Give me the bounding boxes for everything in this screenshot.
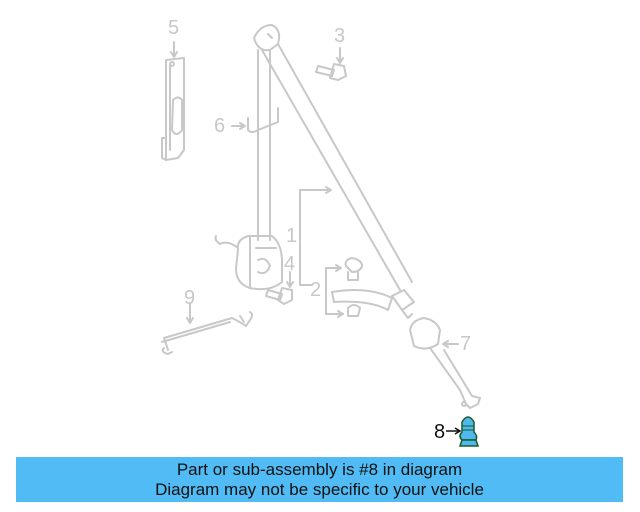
arrow-8-head <box>454 427 462 435</box>
banner-line-part-number: Part or sub-assembly is #8 in diagram <box>176 460 463 479</box>
info-banner: Part or sub-assembly is #8 in diagram Di… <box>16 457 623 502</box>
part-3-bolt[interactable] <box>315 63 347 81</box>
arrow-9-head <box>186 317 194 324</box>
part-7-buckle[interactable] <box>409 317 481 409</box>
callout-7: 7 <box>460 333 472 355</box>
part-8-bolt-highlighted[interactable] <box>458 416 480 447</box>
part-1-seat-belt-assembly[interactable] <box>214 24 415 319</box>
callout-9: 9 <box>184 287 196 309</box>
arrow-1-head <box>325 186 332 194</box>
arrow-6-head <box>239 122 246 130</box>
part-5-height-adjuster[interactable] <box>161 57 185 161</box>
arrow-7-head <box>442 340 449 348</box>
part-2-anchor-cover[interactable] <box>331 257 393 317</box>
callout-5: 5 <box>168 17 180 39</box>
callout-4: 4 <box>284 253 296 275</box>
callout-8: 8 <box>434 421 446 443</box>
part-6-guide-clip[interactable] <box>247 107 279 133</box>
arrow-2-top-head <box>335 264 342 272</box>
callout-6: 6 <box>214 115 226 137</box>
part-4-bolt[interactable] <box>265 287 293 305</box>
callout-2: 2 <box>310 279 322 301</box>
arrow-4-head <box>286 281 294 288</box>
arrow-2-top <box>325 267 341 289</box>
arrow-3-head <box>336 57 344 64</box>
callout-3: 3 <box>334 25 346 47</box>
banner-line-disclaimer: Diagram may not be specific to your vehi… <box>155 480 484 499</box>
arrow-5-head <box>170 51 178 58</box>
callout-1: 1 <box>286 225 298 247</box>
arrow-2-bottom-head <box>337 310 344 318</box>
part-9-guide-wire[interactable] <box>161 311 253 355</box>
